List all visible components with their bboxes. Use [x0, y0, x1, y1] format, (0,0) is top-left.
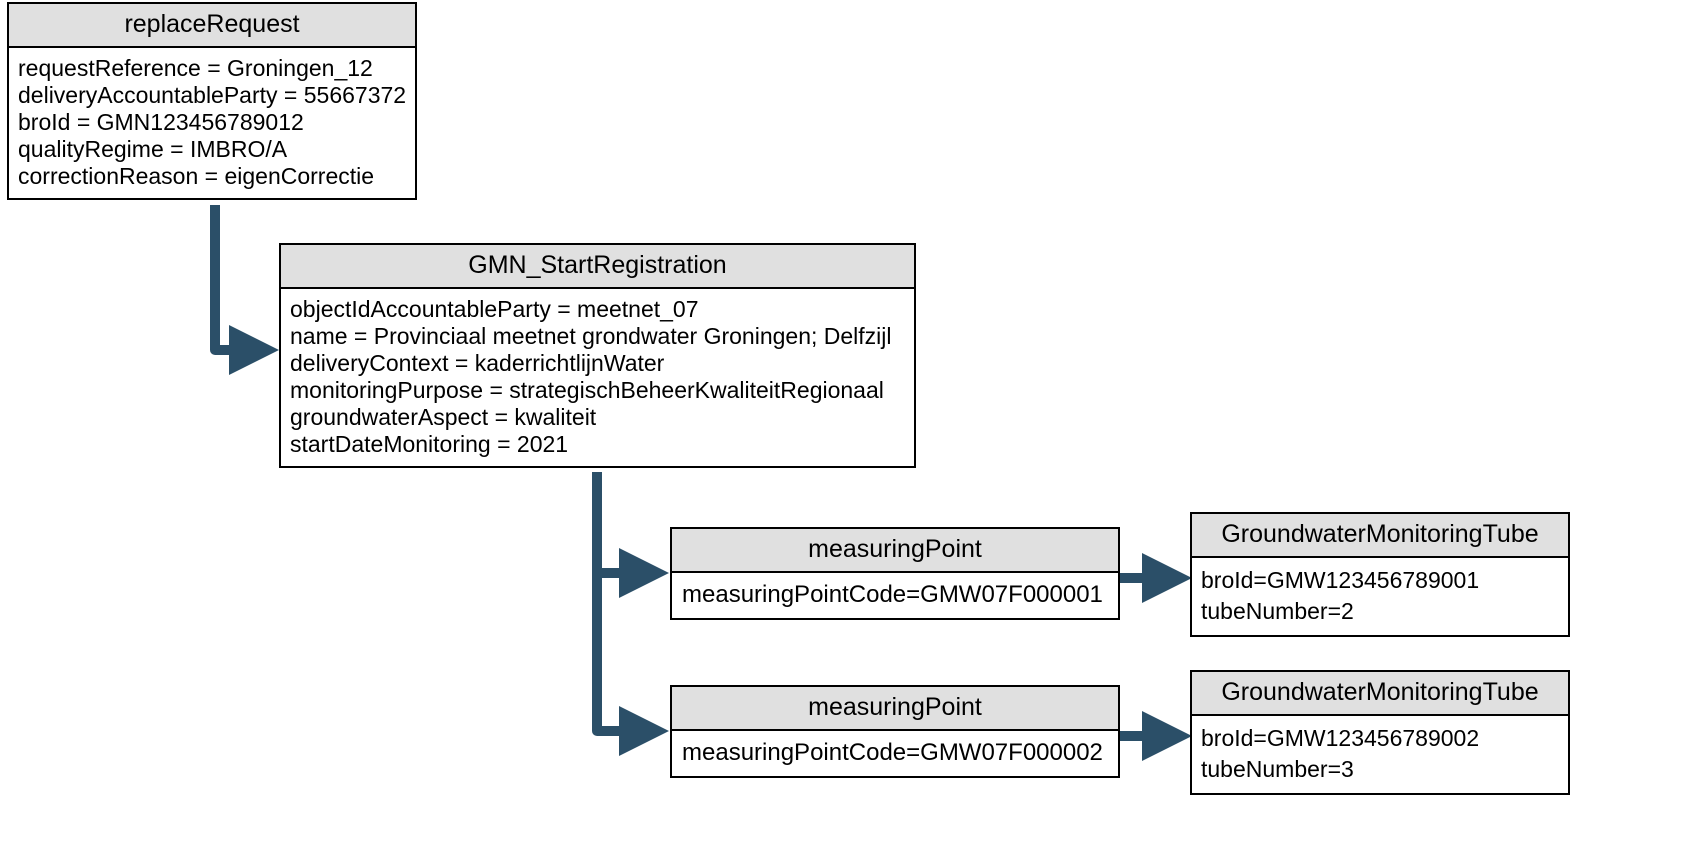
attribute-row: broId=GMW123456789001 [1201, 567, 1480, 593]
box-measuring-point-2-title: measuringPoint [672, 687, 1118, 731]
connector-start-registration-to-measuring-point-1 [592, 472, 670, 598]
box-measuring-point-1-attributes: measuringPointCode=GMW07F000001 [672, 573, 1118, 618]
attribute-row: qualityRegime = IMBRO/A [18, 136, 288, 162]
box-measuring-point-2-attributes: measuringPointCode=GMW07F000002 [672, 731, 1118, 776]
attribute-row: correctionReason = eigenCorrectie [18, 163, 375, 189]
attribute-row: broId=GMW123456789002 [1201, 725, 1480, 751]
attribute-row: monitoringPurpose = strategischBeheerKwa… [290, 377, 884, 403]
box-groundwater-monitoring-tube-1[interactable]: GroundwaterMonitoringTube broId=GMW12345… [1190, 512, 1570, 637]
attribute-row: requestReference = Groningen_12 [18, 55, 373, 81]
connector-start-registration-to-measuring-point-2 [592, 573, 670, 756]
box-replace-request-title: replaceRequest [9, 4, 415, 48]
box-measuring-point-2[interactable]: measuringPoint measuringPointCode=GMW07F… [670, 685, 1120, 778]
attribute-row: measuringPointCode=GMW07F000002 [682, 739, 1103, 766]
box-groundwater-monitoring-tube-2-attributes: broId=GMW123456789002 tubeNumber=3 [1192, 716, 1568, 793]
attribute-row: name = Provinciaal meetnet grondwater Gr… [290, 323, 892, 349]
attribute-row: deliveryContext = kaderrichtlijnWater [290, 350, 665, 376]
box-groundwater-monitoring-tube-2-title: GroundwaterMonitoringTube [1192, 672, 1568, 716]
box-start-registration-attributes: objectIdAccountableParty = meetnet_07 na… [281, 289, 914, 466]
attribute-row: objectIdAccountableParty = meetnet_07 [290, 296, 699, 322]
attribute-row: startDateMonitoring = 2021 [290, 431, 569, 457]
box-groundwater-monitoring-tube-2[interactable]: GroundwaterMonitoringTube broId=GMW12345… [1190, 670, 1570, 795]
attribute-row: deliveryAccountableParty = 55667372 [18, 82, 406, 108]
box-start-registration-title: GMN_StartRegistration [281, 245, 914, 289]
box-measuring-point-1-title: measuringPoint [672, 529, 1118, 573]
attribute-row: tubeNumber=3 [1201, 756, 1354, 782]
box-groundwater-monitoring-tube-1-attributes: broId=GMW123456789001 tubeNumber=2 [1192, 558, 1568, 635]
attribute-row: measuringPointCode=GMW07F000001 [682, 581, 1103, 608]
box-start-registration[interactable]: GMN_StartRegistration objectIdAccountabl… [279, 243, 916, 468]
box-groundwater-monitoring-tube-1-title: GroundwaterMonitoringTube [1192, 514, 1568, 558]
attribute-row: tubeNumber=2 [1201, 598, 1354, 624]
box-measuring-point-1[interactable]: measuringPoint measuringPointCode=GMW07F… [670, 527, 1120, 620]
box-replace-request[interactable]: replaceRequest requestReference = Gronin… [7, 2, 417, 200]
attribute-row: groundwaterAspect = kwaliteit [290, 404, 597, 430]
attribute-row: broId = GMN123456789012 [18, 109, 304, 135]
box-replace-request-attributes: requestReference = Groningen_12 delivery… [9, 48, 415, 198]
connector-replace-request-to-start-registration [210, 205, 280, 375]
